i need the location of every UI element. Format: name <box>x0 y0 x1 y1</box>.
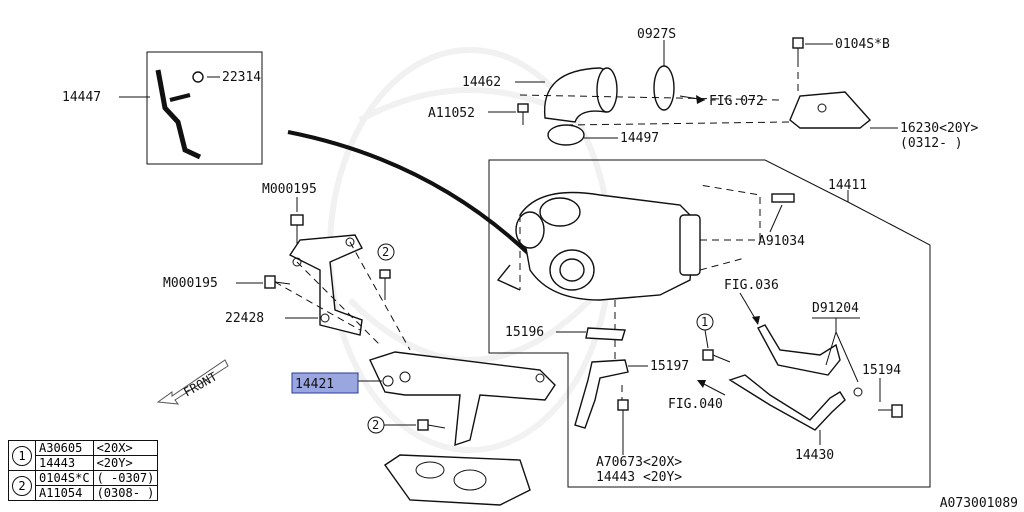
gasket-15196 <box>585 327 626 341</box>
label-14411: 14411 <box>828 178 867 193</box>
legend-part: A11054 <box>35 485 94 501</box>
stud-a91034 <box>771 193 795 203</box>
label-15197: 15197 <box>650 359 689 374</box>
label-0104sb: 0104S*B <box>835 37 890 52</box>
legend-part: A30605 <box>35 440 94 456</box>
inset-box-14447 <box>146 51 263 165</box>
legend-num: 1 <box>12 445 32 466</box>
callout-2-lower-label: 2 <box>372 418 379 432</box>
bracket-14421 <box>369 351 556 447</box>
bolt-callout-2-upper <box>379 269 391 300</box>
label-0927s: 0927S <box>637 27 676 42</box>
legend-code: <20X> <box>92 440 159 456</box>
label-a11052: A11052 <box>428 106 475 121</box>
pipe-15197 <box>574 359 629 429</box>
legend-code: <20Y> <box>92 455 159 471</box>
legend-row: A11054 (0308- ) <box>9 485 159 501</box>
document-id: A073001089 <box>939 496 1018 511</box>
bolt-0104sb <box>792 37 804 60</box>
bolt-m000195-left <box>264 275 291 289</box>
label-front: FRONT <box>181 369 219 399</box>
label-m000195-top: M000195 <box>262 182 317 197</box>
bolt-callout-1 <box>702 349 731 363</box>
fig036-arrow <box>739 292 757 321</box>
front-direction-arrow <box>156 359 229 405</box>
legend-callout-2: 2 <box>8 470 36 501</box>
label-d91204: D91204 <box>812 301 859 316</box>
legend-row: 1 A30605 <20X> <box>8 440 159 471</box>
bracket-16230 <box>789 91 872 129</box>
label-a70673: A70673<20X> <box>596 455 682 470</box>
bracket-22428 <box>288 234 363 336</box>
label-14497: 14497 <box>620 131 659 146</box>
label-22428: 22428 <box>225 311 264 326</box>
pipe-14430 <box>728 374 846 431</box>
legend-row: 2 0104S*C ( -0307) <box>8 470 159 501</box>
pipe-upper <box>757 324 841 376</box>
label-14421[interactable]: 14421 <box>295 377 334 392</box>
label-14430: 14430 <box>795 448 834 463</box>
turbocharger-14411 <box>496 191 701 301</box>
bolt-15194 <box>878 404 903 418</box>
turbo-reference-frame <box>488 159 931 488</box>
label-15196: 15196 <box>505 325 544 340</box>
legend-code: (0308- ) <box>92 485 159 501</box>
label-16230-date: (0312- ) <box>900 136 963 151</box>
flange-lower <box>384 454 531 506</box>
label-14462: 14462 <box>462 75 501 90</box>
label-14443: 14443 <20Y> <box>596 470 682 485</box>
clip-22314 <box>192 71 204 83</box>
inset-pointer-arrow <box>287 130 532 257</box>
bolt-callout-2-lower <box>417 419 446 431</box>
legend-part: 14443 <box>35 455 94 471</box>
label-a91034: A91034 <box>758 234 805 249</box>
bolt-m000195-top <box>290 214 304 245</box>
gasket-14497 <box>547 124 585 146</box>
label-fig036: FIG.036 <box>724 278 779 293</box>
callout-1-label: 1 <box>701 315 708 329</box>
hose-14447 <box>155 69 202 160</box>
label-14447: 14447 <box>62 90 101 105</box>
legend-callout-1: 1 <box>8 440 36 471</box>
label-15194: 15194 <box>862 363 901 378</box>
bolt-a70673 <box>617 399 629 440</box>
part-legend-table: 1 A30605 <20X> 14443 <20Y> 2 0104S*C ( -… <box>8 440 159 501</box>
elbow-pipe-14462 <box>543 67 618 123</box>
highlight-14421[interactable] <box>291 372 359 394</box>
label-m000195-left: M000195 <box>163 276 218 291</box>
callout-2-upper <box>377 243 395 261</box>
clamp-0927s <box>653 65 675 111</box>
label-fig072: FIG.072 <box>709 94 764 109</box>
label-16230: 16230<20Y> <box>900 121 978 136</box>
label-22314: 22314 <box>222 70 261 85</box>
legend-code: ( -0307) <box>92 470 159 486</box>
legend-part: 0104S*C <box>35 470 94 486</box>
legend-row: 14443 <20Y> <box>9 455 159 471</box>
label-fig040: FIG.040 <box>668 397 723 412</box>
bolt-a11052 <box>517 103 529 125</box>
legend-num: 2 <box>12 475 32 496</box>
callout-2-upper-label: 2 <box>382 245 389 259</box>
